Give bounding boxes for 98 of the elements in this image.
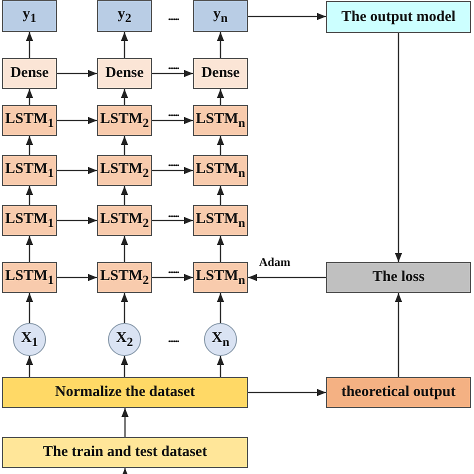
arrow xyxy=(152,70,193,78)
output-box xyxy=(193,0,248,32)
node-label: The loss xyxy=(372,269,425,286)
node-label: Dense xyxy=(10,65,49,82)
node-label: LSTM$_{n}$ xyxy=(196,210,246,230)
lstm-cell-box xyxy=(97,155,152,186)
ellipsis-label: ...... xyxy=(168,61,178,72)
output-box xyxy=(2,0,57,32)
node-label: LSTM$_{1}$ xyxy=(5,160,54,180)
arrow xyxy=(216,236,224,262)
node-label: Dense xyxy=(201,65,240,82)
lstm-cell-box xyxy=(97,205,152,236)
arrow xyxy=(248,388,326,396)
node-label: y$_{1}$ xyxy=(22,6,36,26)
node-label: X$_{2}$ xyxy=(116,330,134,350)
node-label: LSTM$_{2}$ xyxy=(100,210,149,230)
dense-layer-box xyxy=(193,58,248,89)
node-label: y$_{2}$ xyxy=(118,6,132,26)
arrow xyxy=(216,32,224,58)
input-circle xyxy=(108,323,141,356)
arrow xyxy=(152,166,193,174)
node-label: LSTM$_{n}$ xyxy=(196,110,246,130)
node-label: LSTM$_{2}$ xyxy=(100,110,149,130)
ellipsis-label: ...... xyxy=(168,108,178,119)
node-label: LSTM$_{n}$ xyxy=(196,160,246,180)
node-label: The output model xyxy=(341,8,456,26)
ellipsis-label: ...... xyxy=(168,265,178,276)
arrow xyxy=(216,89,224,105)
arrow xyxy=(26,293,34,323)
arrow xyxy=(26,136,34,155)
node-label: The train and test dataset xyxy=(42,444,208,461)
arrow xyxy=(152,274,193,282)
ellipsis-label: ...... xyxy=(168,209,178,220)
node-label: y$_{n}$ xyxy=(213,6,228,26)
lstm-cell-box xyxy=(2,262,57,293)
loss-box xyxy=(326,262,471,293)
arrow xyxy=(216,186,224,205)
input-circle xyxy=(13,323,46,356)
arrow xyxy=(57,274,97,282)
arrow xyxy=(248,12,326,20)
lstm-cell-box xyxy=(193,262,248,293)
ellipsis-label: ...... xyxy=(168,158,178,169)
node-label: LSTM$_{2}$ xyxy=(100,268,149,288)
arrow xyxy=(57,116,97,124)
dataset-box xyxy=(2,437,248,468)
arrow xyxy=(26,32,34,58)
output-box xyxy=(97,0,152,32)
arrow xyxy=(26,236,34,262)
process-box xyxy=(326,377,471,408)
arrow xyxy=(216,136,224,155)
arrow xyxy=(57,166,97,174)
lstm-cell-box xyxy=(97,105,152,136)
lstm-cell-box xyxy=(97,262,152,293)
node-label: LSTM$_{n}$ xyxy=(196,268,246,288)
node-label: Dense xyxy=(105,65,144,82)
arrow xyxy=(121,468,129,474)
arrow xyxy=(216,356,224,377)
node-label: X$_{1}$ xyxy=(20,330,38,350)
edge-label: Adam xyxy=(259,256,290,268)
lstm-cell-box xyxy=(193,105,248,136)
arrow xyxy=(120,236,128,262)
arrow xyxy=(120,293,128,323)
lstm-cell-box xyxy=(193,205,248,236)
arrow xyxy=(121,408,129,437)
arrow xyxy=(26,89,34,105)
arrow xyxy=(57,216,97,224)
lstm-cell-box xyxy=(2,105,57,136)
arrow xyxy=(120,89,128,105)
output-model-box xyxy=(326,1,471,33)
node-label: LSTM$_{1}$ xyxy=(5,110,54,130)
lstm-cell-box xyxy=(2,205,57,236)
arrow xyxy=(120,356,128,377)
arrow xyxy=(120,136,128,155)
arrow xyxy=(152,116,193,124)
input-circle xyxy=(204,323,237,356)
arrow xyxy=(394,293,402,377)
arrow xyxy=(26,356,34,377)
node-label: LSTM$_{1}$ xyxy=(5,210,54,230)
lstm-cell-box xyxy=(2,155,57,186)
arrow xyxy=(248,274,326,282)
ellipsis-label: ...... xyxy=(168,334,178,345)
node-label: theoretical output xyxy=(341,384,456,401)
arrow xyxy=(216,293,224,323)
arrow xyxy=(57,70,97,78)
lstm-cell-box xyxy=(193,155,248,186)
node-label: LSTM$_{2}$ xyxy=(100,160,149,180)
arrow xyxy=(26,186,34,205)
node-label: X$_{n}$ xyxy=(212,330,230,350)
arrow xyxy=(394,33,402,262)
dense-layer-box xyxy=(97,58,152,89)
arrow xyxy=(120,186,128,205)
node-label: Normalize the dataset xyxy=(55,384,195,401)
node-label: LSTM$_{1}$ xyxy=(5,268,54,288)
dense-layer-box xyxy=(2,58,57,89)
arrow xyxy=(152,216,193,224)
process-box xyxy=(2,377,248,408)
ellipsis-label: ...... xyxy=(168,12,178,23)
arrow xyxy=(120,32,128,58)
